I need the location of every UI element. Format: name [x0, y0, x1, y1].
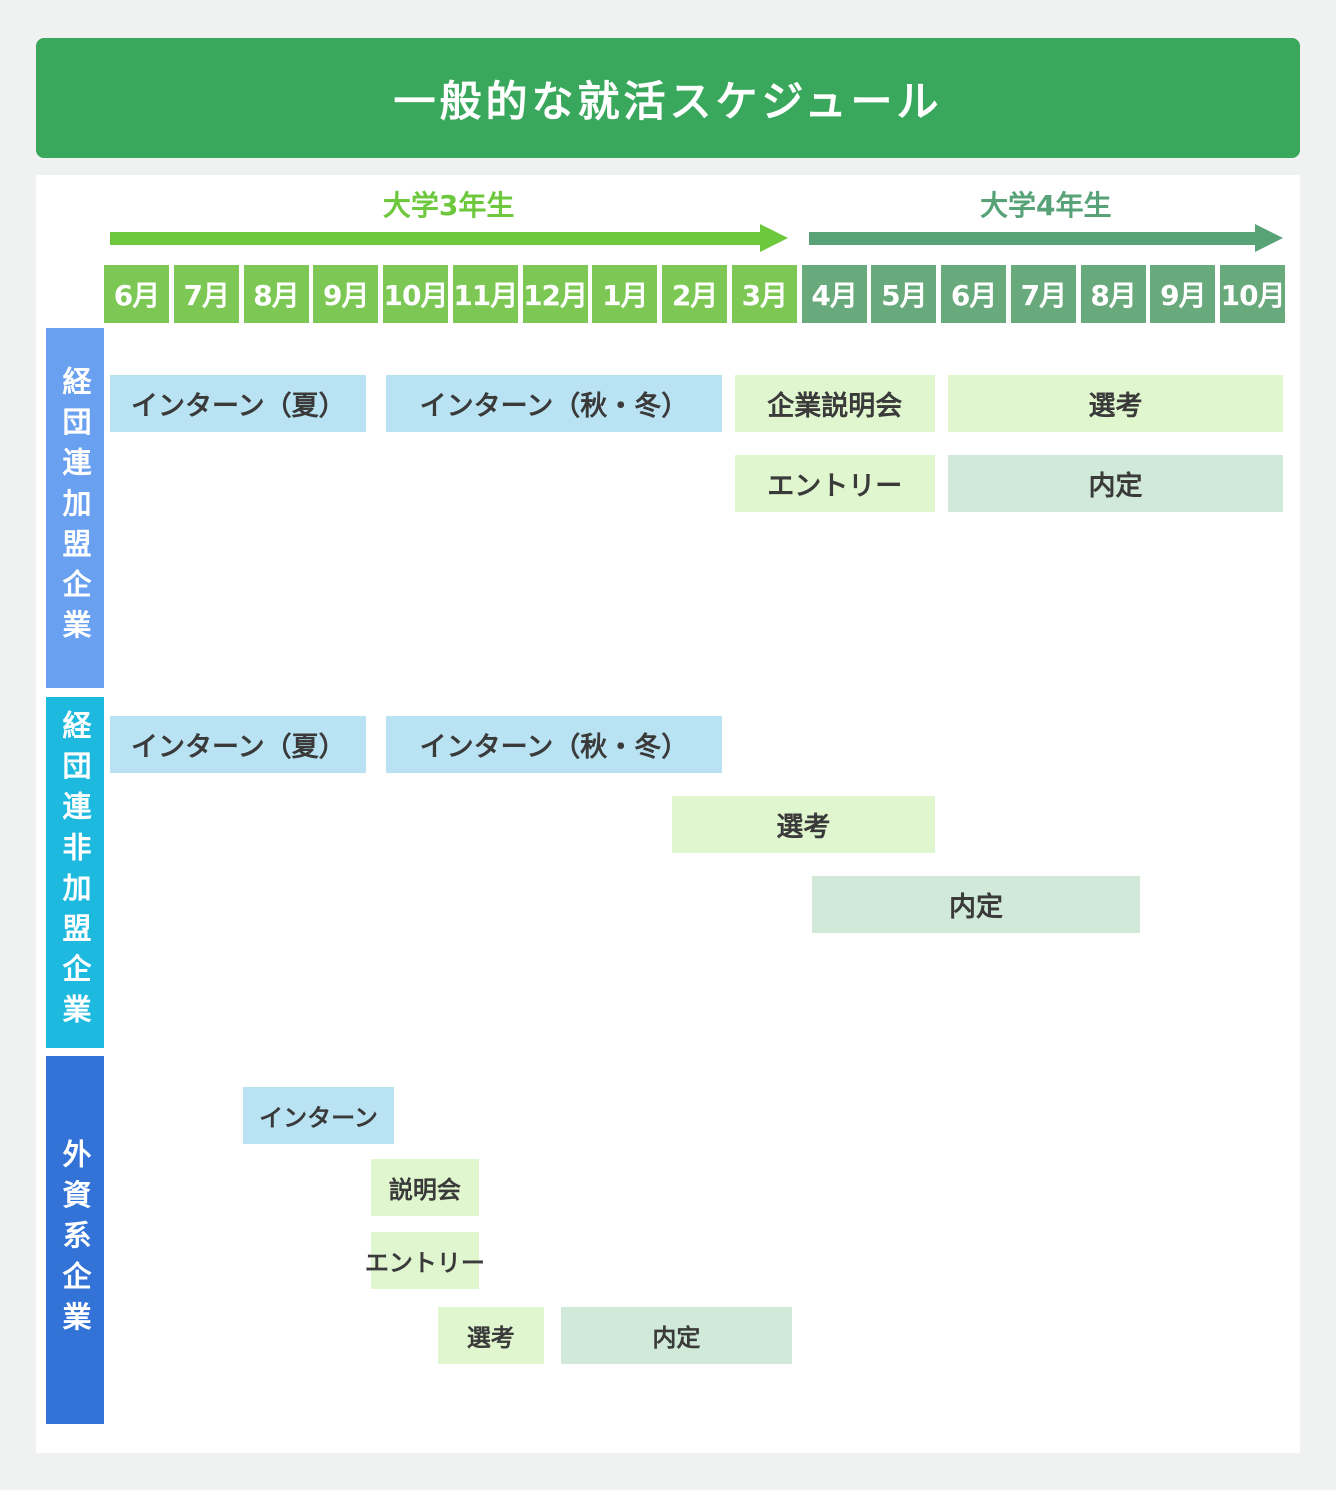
year4-arrow-shaft [808, 232, 1257, 245]
group-label-text-1: 経団連加盟企業 [58, 365, 92, 651]
month-cell-5: 10月 [383, 265, 449, 323]
month-cell-1: 6月 [104, 265, 169, 323]
year3-arrow-shaft [109, 232, 762, 245]
group-label-text-3: 外資系企業 [58, 1138, 92, 1342]
month-cell-3: 8月 [243, 265, 309, 323]
month-cell-17: 10月 [1220, 265, 1286, 323]
bar-intern: インターン（夏） [110, 375, 367, 432]
month-cell-13: 6月 [941, 265, 1007, 323]
month-cell-15: 8月 [1080, 265, 1146, 323]
year3-arrow-icon [109, 224, 788, 252]
month-cell-10: 3月 [731, 265, 797, 323]
bar-intern: インターン [243, 1087, 394, 1144]
header-banner: 一般的な就活スケジュール [36, 38, 1300, 158]
month-cell-6: 11月 [452, 265, 518, 323]
month-cell-8: 1月 [592, 265, 658, 323]
group-label-text-2: 経団連非加盟企業 [58, 710, 92, 1035]
month-cell-2: 7月 [173, 265, 239, 323]
page-title: 一般的な就活スケジュール [393, 76, 943, 126]
bar-event: 説明会 [370, 1159, 480, 1216]
month-cell-16: 9月 [1150, 265, 1216, 323]
group-label-1: 経団連加盟企業 [46, 328, 104, 688]
bar-intern: インターン（秋・冬） [386, 375, 722, 432]
bar-intern: インターン（夏） [110, 716, 367, 773]
bar-offer: 内定 [561, 1307, 792, 1364]
bar-event: エントリー [365, 1232, 485, 1289]
year3-label: 大学3年生 [382, 189, 515, 222]
month-cell-4: 9月 [313, 265, 379, 323]
bar-intern: インターン（秋・冬） [386, 716, 722, 773]
year4-arrow-head [1254, 224, 1283, 252]
bar-event: 企業説明会 [734, 375, 935, 432]
year4-label: 大学4年生 [980, 189, 1112, 222]
bar-event: エントリー [734, 455, 935, 512]
year4-arrow-icon [808, 224, 1283, 252]
month-cell-9: 2月 [662, 265, 728, 323]
bar-offer: 内定 [947, 455, 1284, 512]
year3-arrow-head [759, 224, 788, 252]
month-cell-12: 5月 [871, 265, 937, 323]
group-label-2: 経団連非加盟企業 [46, 697, 104, 1048]
bar-event: 選考 [437, 1307, 544, 1364]
group-label-3: 外資系企業 [46, 1056, 104, 1424]
month-cell-11: 4月 [801, 265, 867, 323]
month-cell-14: 7月 [1010, 265, 1076, 323]
bar-offer: 内定 [811, 876, 1141, 933]
bar-event: 選考 [947, 375, 1284, 432]
bar-event: 選考 [672, 796, 935, 853]
month-cell-7: 12月 [522, 265, 588, 323]
